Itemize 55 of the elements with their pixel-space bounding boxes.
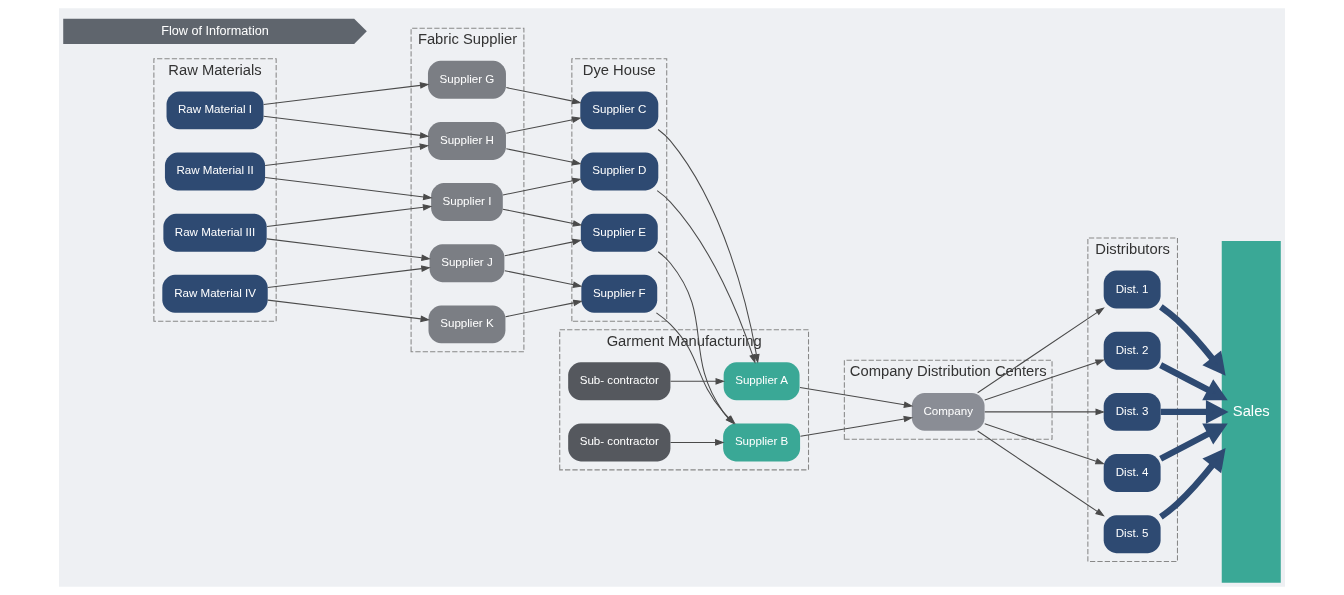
node-box: Supplier A [723,362,800,401]
arrow [984,423,1105,465]
arrow [504,270,583,288]
node-box: Company [911,392,985,431]
node-box: Supplier C [580,91,659,130]
arrow [799,415,914,437]
arrow [266,204,433,227]
arrow [266,238,431,262]
arrow [502,177,582,196]
node-box: Supplier J [429,244,505,283]
arrow [977,307,1105,394]
arrow [1160,400,1229,424]
arrow [1159,447,1226,520]
node-box: Supplier H [427,122,506,160]
arrow [984,408,1105,416]
node-box: Dist. 3 [1103,392,1161,431]
node-box: Supplier F [581,274,658,313]
arrow [799,386,914,408]
node-box: Dist. 2 [1103,331,1161,370]
node-box: Supplier I [431,183,503,222]
arrow [505,148,582,166]
node-box: Raw Material III [163,213,267,252]
node-box: Supplier B [723,423,801,462]
arrow [670,439,725,446]
arrow [264,143,430,167]
node-box: Raw Material IV [162,274,268,313]
arrow [505,116,582,134]
node-box: Sub- contractor [568,423,671,462]
node-box: Sales [1221,241,1281,583]
arrow [505,87,582,105]
arrow [505,299,583,318]
arrow [504,238,582,257]
node-box: Supplier G [427,60,506,99]
arrow [263,115,430,139]
arrow [502,208,583,227]
arrow [264,177,433,201]
arrow [267,299,430,323]
node-box: Supplier K [428,305,506,344]
node-box: Raw Material I [166,91,264,130]
node-box: Sub- contractor [568,362,671,401]
node-box: Supplier D [580,152,659,191]
arrow [263,82,430,106]
node-box: Dist. 5 [1103,515,1161,554]
arrow [977,430,1105,517]
arrow [656,190,756,364]
node-box: Raw Material II [164,152,266,191]
node-box: Supplier E [580,213,658,252]
node-box: Dist. 1 [1103,270,1161,309]
node-box: Dist. 4 [1103,454,1161,492]
arrow [1159,423,1228,462]
arrow [984,359,1105,401]
arrow [1159,304,1226,376]
arrow [267,265,431,288]
arrow [670,377,725,385]
arrow [1159,362,1228,401]
